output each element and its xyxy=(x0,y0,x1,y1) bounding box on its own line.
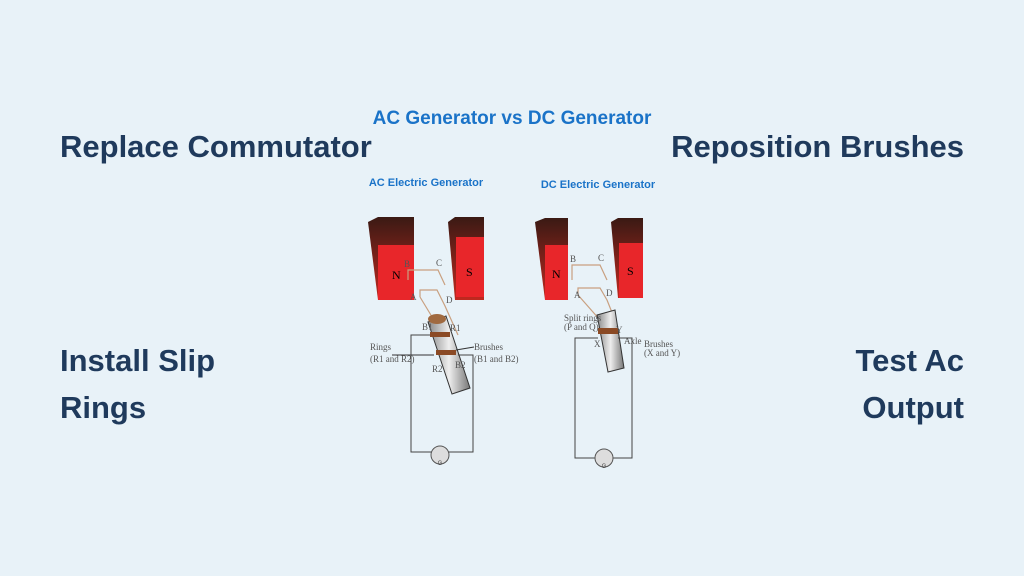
svg-text:Y: Y xyxy=(616,325,623,335)
svg-text:(B1 and B2): (B1 and B2) xyxy=(474,354,519,364)
svg-text:(R1 and R2): (R1 and R2) xyxy=(370,354,415,364)
dc-split-rings-cylinder xyxy=(596,309,625,373)
svg-text:N: N xyxy=(552,267,561,281)
svg-text:(P and Q): (P and Q) xyxy=(564,322,599,332)
dc-title: DC Electric Generator xyxy=(541,179,656,191)
diagram-title: AC Generator vs DC Generator xyxy=(373,108,652,129)
label-line-1: Install Slip xyxy=(60,343,216,378)
svg-text:G: G xyxy=(438,461,443,467)
dc-north-magnet: N xyxy=(535,218,568,300)
ac-north-magnet: N xyxy=(368,217,414,300)
label-reposition-brushes: Reposition Brushes xyxy=(671,129,964,164)
label-replace-commutator: Replace Commutator xyxy=(60,129,372,164)
svg-text:A: A xyxy=(574,290,581,300)
svg-text:S: S xyxy=(466,265,473,279)
ac-circuit xyxy=(410,334,474,453)
dc-generator: DC Electric Generator N S B C A D Split … xyxy=(535,179,680,470)
svg-text:B: B xyxy=(404,259,410,269)
dc-galvanometer: G xyxy=(594,448,614,470)
svg-text:N: N xyxy=(392,268,401,282)
svg-text:S: S xyxy=(627,264,634,278)
ac-galvanometer: G xyxy=(430,445,450,467)
svg-text:Rings: Rings xyxy=(370,342,392,352)
label-install-slip-rings: Install Slip Rings xyxy=(60,337,215,431)
svg-text:Brushes: Brushes xyxy=(474,342,503,352)
svg-text:C: C xyxy=(598,253,604,263)
ac-rings-cylinder xyxy=(427,314,471,395)
svg-text:Axle: Axle xyxy=(624,336,642,346)
ac-south-magnet: S xyxy=(448,217,484,300)
svg-text:B1: B1 xyxy=(422,322,433,332)
ac-coil xyxy=(407,269,459,336)
dc-south-magnet: S xyxy=(611,218,643,298)
svg-text:Brushes: Brushes xyxy=(644,339,673,349)
dc-coil xyxy=(571,264,616,321)
svg-text:R1: R1 xyxy=(450,323,461,333)
svg-text:G: G xyxy=(602,464,607,470)
svg-text:X: X xyxy=(594,339,601,349)
label-line-1: Test Ac xyxy=(855,343,964,378)
svg-text:D: D xyxy=(606,288,613,298)
svg-text:B2: B2 xyxy=(455,360,466,370)
svg-text:R2: R2 xyxy=(432,364,443,374)
svg-text:B: B xyxy=(570,254,576,264)
svg-text:C: C xyxy=(436,258,442,268)
svg-text:(X and Y): (X and Y) xyxy=(644,348,680,358)
svg-text:D: D xyxy=(446,295,453,305)
label-line-2: Rings xyxy=(60,390,147,425)
label-line-2: Output xyxy=(862,390,964,425)
ac-generator: AC Electric Generator N S B C A D B1 R1 … xyxy=(368,177,519,467)
svg-text:Split rings: Split rings xyxy=(564,313,602,323)
dc-circuit xyxy=(574,337,633,459)
ac-title: AC Electric Generator xyxy=(369,177,484,189)
svg-text:A: A xyxy=(410,292,417,302)
label-test-ac-output: Test Ac Output xyxy=(855,337,964,431)
